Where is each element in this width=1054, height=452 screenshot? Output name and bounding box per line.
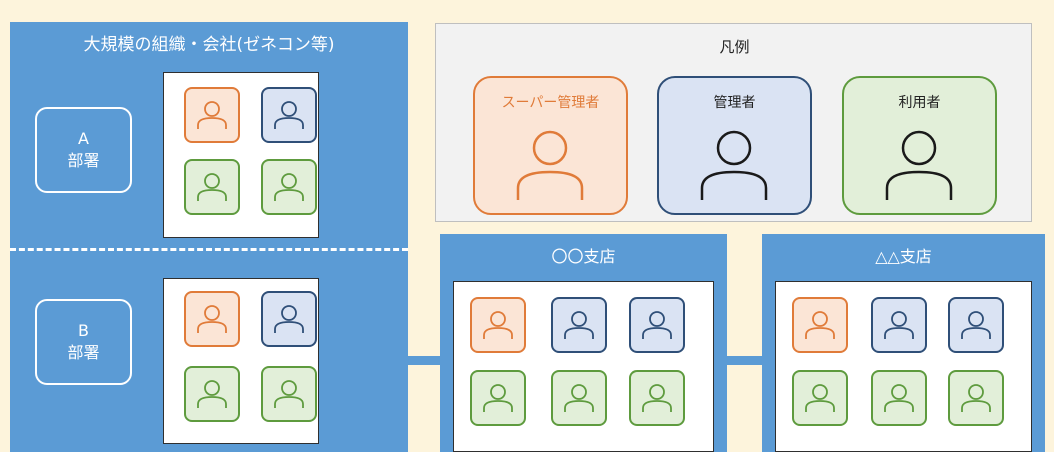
department-name: 部署 — [67, 151, 100, 170]
person-glyph — [483, 384, 513, 412]
department-b-members — [163, 278, 319, 444]
person-glyph — [805, 384, 835, 412]
person-glyph — [884, 384, 914, 412]
person-glyph — [197, 380, 227, 408]
branch-members — [775, 281, 1032, 452]
person-icon — [516, 130, 584, 200]
admin-icon — [629, 297, 685, 353]
legend-label: 利用者 — [898, 95, 941, 111]
person-glyph — [274, 173, 304, 201]
person-glyph — [197, 305, 227, 333]
branch-title: 〇〇支店 — [551, 247, 616, 266]
department-letter: B — [78, 321, 89, 340]
person-glyph — [564, 311, 594, 339]
person-glyph — [197, 101, 227, 129]
legend-user: 利用者 — [842, 76, 997, 215]
department-divider — [10, 248, 408, 251]
person-glyph — [483, 311, 513, 339]
admin-icon — [948, 297, 1004, 353]
admin-icon — [551, 297, 607, 353]
person-glyph — [961, 384, 991, 412]
person-glyph — [642, 311, 672, 339]
branch-panel: △△支店 — [762, 234, 1045, 452]
legend-label: スーパー管理者 — [501, 95, 600, 111]
user-icon — [261, 159, 317, 215]
person-glyph — [274, 305, 304, 333]
person-glyph — [642, 384, 672, 412]
connector-line — [727, 356, 762, 365]
organization-panel: 大規模の組織・会社(ゼネコン等) A 部署 B 部署 — [10, 22, 408, 452]
department-b-label: B 部署 — [35, 299, 132, 385]
user-icon — [261, 366, 317, 422]
user-icon — [184, 366, 240, 422]
person-glyph — [197, 173, 227, 201]
user-icon — [792, 370, 848, 426]
user-icon — [629, 370, 685, 426]
department-a-members — [163, 72, 319, 238]
person-glyph — [961, 311, 991, 339]
admin-icon — [871, 297, 927, 353]
person-icon — [885, 130, 953, 200]
admin-icon — [261, 87, 317, 143]
department-letter: A — [78, 129, 89, 148]
person-glyph — [274, 380, 304, 408]
person-glyph — [884, 311, 914, 339]
super-admin-icon — [470, 297, 526, 353]
legend-label: 管理者 — [713, 95, 756, 111]
person-glyph — [805, 311, 835, 339]
person-glyph — [564, 384, 594, 412]
legend-super-admin: スーパー管理者 — [473, 76, 628, 215]
department-name: 部署 — [67, 343, 100, 362]
person-icon — [700, 130, 768, 200]
person-glyph — [274, 101, 304, 129]
user-icon — [871, 370, 927, 426]
super-admin-icon — [792, 297, 848, 353]
super-admin-icon — [184, 87, 240, 143]
connector-line — [408, 356, 440, 365]
organization-title: 大規模の組織・会社(ゼネコン等) — [83, 35, 335, 55]
branch-members — [453, 281, 714, 452]
super-admin-icon — [184, 291, 240, 347]
admin-icon — [261, 291, 317, 347]
branch-title: △△支店 — [875, 247, 932, 266]
legend-panel: 凡例 スーパー管理者 管理者 利用者 — [435, 23, 1032, 222]
user-icon — [551, 370, 607, 426]
user-icon — [948, 370, 1004, 426]
department-a-label: A 部署 — [35, 107, 132, 193]
branch-panel: 〇〇支店 — [440, 234, 727, 452]
legend-admin: 管理者 — [657, 76, 812, 215]
user-icon — [184, 159, 240, 215]
legend-title: 凡例 — [719, 38, 750, 56]
user-icon — [470, 370, 526, 426]
